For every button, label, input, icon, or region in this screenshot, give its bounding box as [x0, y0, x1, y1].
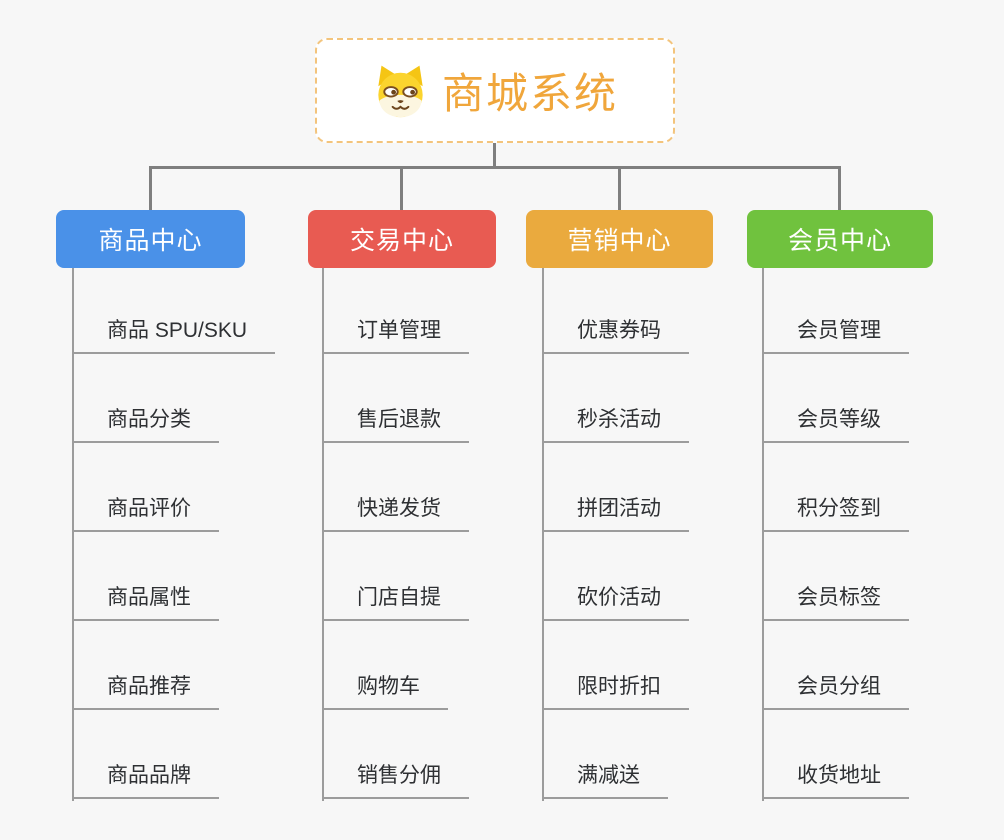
tree-leaf[interactable]: 满减送	[542, 761, 668, 799]
branch-trunk-member	[762, 268, 764, 801]
connector-drop-member	[838, 166, 841, 211]
tree-leaf[interactable]: 商品品牌	[72, 761, 219, 799]
branch-node-product-center[interactable]: 商品中心	[56, 210, 245, 268]
tree-leaf[interactable]: 快递发货	[322, 494, 469, 532]
branch-trunk-marketing	[542, 268, 544, 801]
branch-trunk-product	[72, 268, 74, 801]
connector-drop-product	[149, 166, 152, 211]
tree-leaf[interactable]: 订单管理	[322, 316, 469, 354]
connector-horizontal-bus	[149, 166, 841, 169]
connector-drop-marketing	[618, 166, 621, 211]
branch-label: 商品中心	[98, 227, 203, 255]
branch-node-member-center[interactable]: 会员中心	[747, 210, 933, 268]
dog-face-icon	[378, 65, 423, 117]
branch-label: 会员中心	[787, 227, 892, 255]
tree-leaf[interactable]: 门店自提	[322, 583, 469, 621]
tree-leaf[interactable]: 限时折扣	[542, 672, 689, 710]
tree-leaf[interactable]: 会员分组	[762, 672, 909, 710]
tree-leaf[interactable]: 拼团活动	[542, 494, 689, 532]
root-node[interactable]: 商城系统	[315, 38, 675, 143]
branch-node-marketing-center[interactable]: 营销中心	[526, 210, 713, 268]
tree-leaf[interactable]: 收货地址	[762, 761, 909, 799]
tree-leaf[interactable]: 商品属性	[72, 583, 219, 621]
tree-leaf[interactable]: 购物车	[322, 672, 448, 710]
tree-leaf[interactable]: 售后退款	[322, 405, 469, 443]
tree-leaf[interactable]: 商品分类	[72, 405, 219, 443]
tree-leaf[interactable]: 商品 SPU/SKU	[72, 316, 276, 354]
branch-label: 交易中心	[349, 227, 454, 255]
connector-root-drop	[493, 141, 496, 168]
tree-leaf[interactable]: 会员管理	[762, 316, 909, 354]
branch-label: 营销中心	[567, 227, 672, 255]
connector-drop-trade	[400, 166, 403, 211]
tree-leaf[interactable]: 商品评价	[72, 494, 219, 532]
tree-leaf[interactable]: 积分签到	[762, 494, 909, 532]
branch-node-trade-center[interactable]: 交易中心	[308, 210, 496, 268]
tree-leaf[interactable]: 优惠券码	[542, 316, 689, 354]
tree-leaf[interactable]: 会员标签	[762, 583, 909, 621]
root-title: 商城系统	[441, 70, 618, 117]
branch-trunk-trade	[322, 268, 324, 801]
tree-leaf[interactable]: 会员等级	[762, 405, 909, 443]
tree-leaf[interactable]: 秒杀活动	[542, 405, 689, 443]
tree-leaf[interactable]: 砍价活动	[542, 583, 689, 621]
tree-leaf[interactable]: 商品推荐	[72, 672, 219, 710]
tree-leaf[interactable]: 销售分佣	[322, 761, 469, 799]
